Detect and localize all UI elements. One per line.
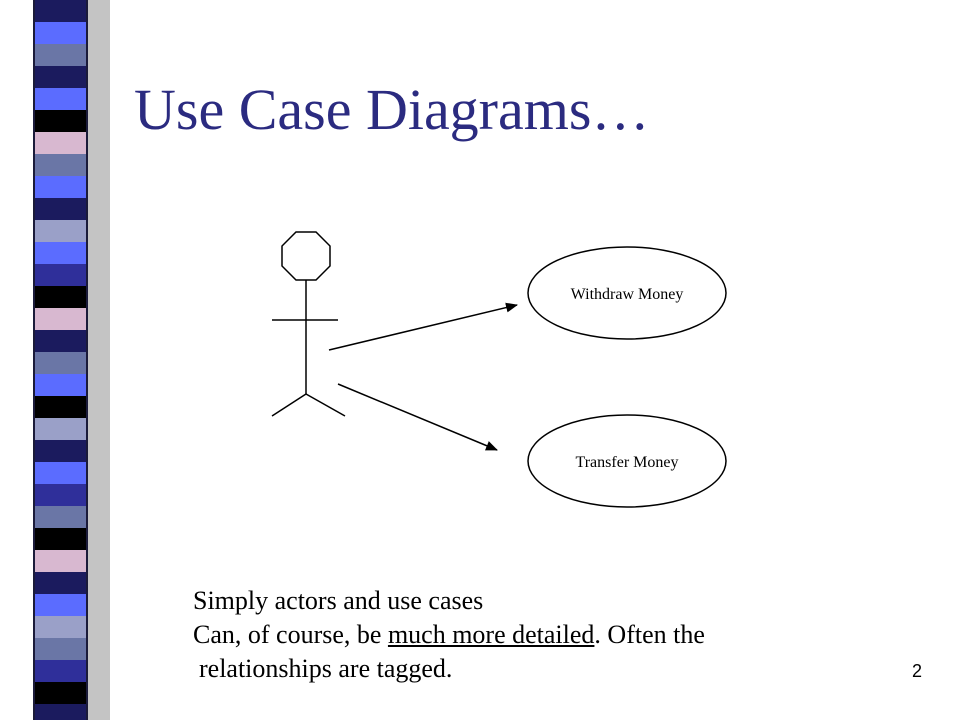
decorative-stripe: [0, 0, 110, 720]
stripe-block: [35, 462, 86, 484]
body-line-3: relationships are tagged.: [199, 654, 453, 683]
stripe-block: [35, 396, 86, 418]
stripe-block: [35, 132, 86, 154]
body-line-1: Simply actors and use cases: [193, 586, 484, 615]
stripe-block: [35, 308, 86, 330]
stripe-block: [35, 242, 86, 264]
actor-head: [281, 231, 331, 281]
stripe-block: [35, 374, 86, 396]
stripe-block: [35, 616, 86, 638]
stripe-block: [35, 110, 86, 132]
stripe-block: [35, 220, 86, 242]
stripe-block: [35, 264, 86, 286]
stripe-block: [35, 154, 86, 176]
stripe-block: [35, 66, 86, 88]
stripe-block: [35, 352, 86, 374]
stripe-block: [35, 572, 86, 594]
use-case-withdraw-money: Withdraw Money: [527, 246, 727, 340]
actor-left-leg: [271, 393, 307, 417]
stripe-block: [35, 330, 86, 352]
stripe-edge-right: [86, 0, 88, 720]
stripe-block: [35, 0, 86, 22]
slide-body-text: Simply actors and use cases Can, of cour…: [193, 584, 705, 686]
stripe-block: [35, 682, 86, 704]
slide-title: Use Case Diagrams…: [134, 77, 650, 142]
stripe-block: [35, 704, 86, 720]
slide-number: 2: [912, 661, 923, 681]
stripe-block: [35, 528, 86, 550]
stripe-block: [35, 594, 86, 616]
stripe-block: [35, 440, 86, 462]
stripe-block: [35, 44, 86, 66]
stripe-edge-left: [33, 0, 35, 720]
actor-stick-figure: [271, 231, 346, 417]
body-line-2-underlined: much more detailed: [387, 620, 595, 649]
association-arrow-withdraw: [328, 302, 518, 351]
stripe-blocks: [35, 0, 86, 720]
stripe-block: [35, 550, 86, 572]
stripe-block: [35, 22, 86, 44]
stripe-block: [35, 198, 86, 220]
association-arrow-transfer: [337, 383, 498, 451]
actor-right-leg: [305, 393, 346, 417]
body-line-2-suffix: . Often the: [594, 620, 705, 649]
stripe-block: [35, 506, 86, 528]
stripe-block: [35, 484, 86, 506]
use-case-label-withdraw: Withdraw Money: [571, 286, 684, 303]
stripe-shadow: [88, 0, 110, 720]
stripe-block: [35, 88, 86, 110]
stripe-block: [35, 660, 86, 682]
body-line-2-prefix: Can, of course, be: [193, 620, 388, 649]
stripe-block: [35, 286, 86, 308]
stripe-block: [35, 418, 86, 440]
body-line-2: Can, of course, be much more detailed. O…: [193, 618, 705, 652]
stripe-block: [35, 176, 86, 198]
use-case-label-transfer: Transfer Money: [576, 454, 679, 471]
use-case-transfer-money: Transfer Money: [527, 414, 727, 508]
stripe-block: [35, 638, 86, 660]
